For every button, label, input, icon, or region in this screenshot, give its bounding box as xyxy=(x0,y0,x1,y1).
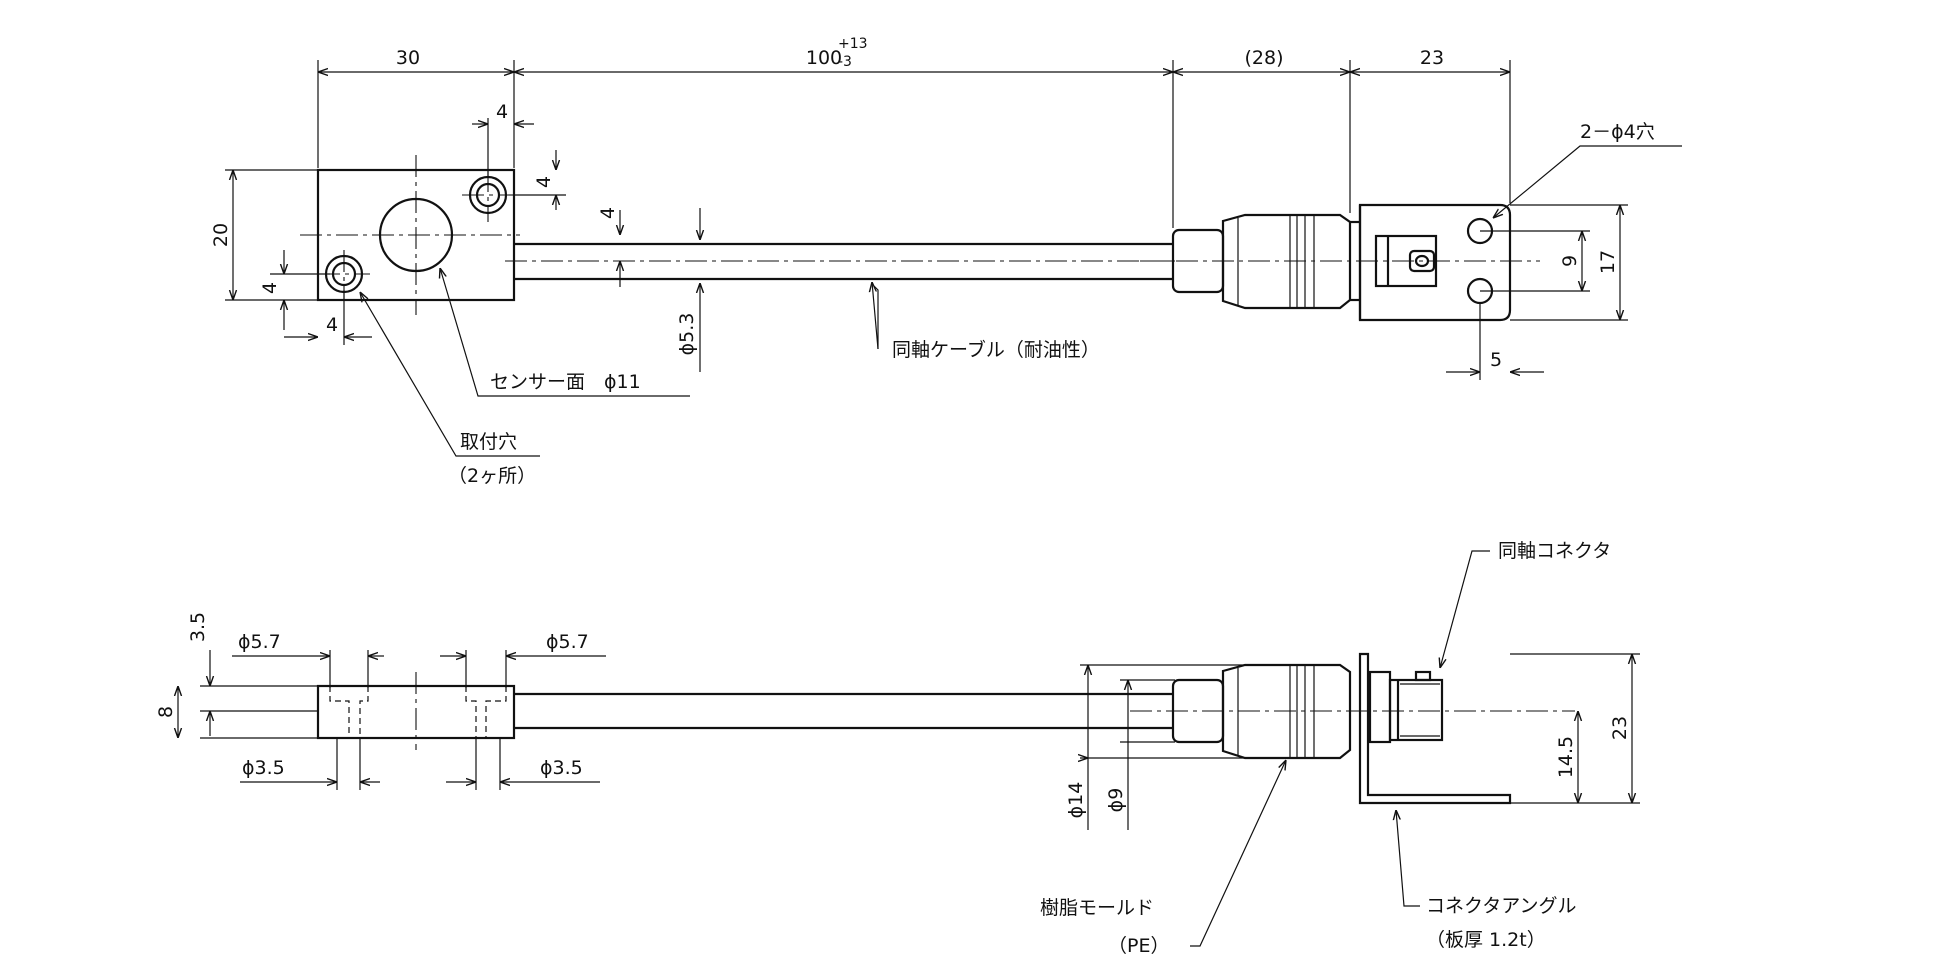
dim-phi-9: ϕ9 xyxy=(1105,788,1127,813)
side-view: 3.5 8 ϕ5.7 ϕ5.7 ϕ3.5 ϕ3.5 ϕ14 ϕ9 xyxy=(155,540,1640,957)
dim-23-top: 23 xyxy=(1420,47,1444,69)
dim-100-tol-plus: +13 xyxy=(838,36,868,52)
top-view: 30 100 +13 -3 (28) 23 4 4 4 20 4 xyxy=(210,36,1682,487)
dim-4-bottom: 4 xyxy=(326,314,338,336)
label-coax-cable: 同軸ケーブル（耐油性） xyxy=(892,338,1100,361)
dim-5: 5 xyxy=(1490,349,1502,371)
dim-phi-3-5-left: ϕ3.5 xyxy=(242,757,285,779)
connector-side-view xyxy=(1130,652,1575,805)
dim-4-hole-y: 4 xyxy=(533,176,555,188)
label-coax-connector: 同軸コネクタ xyxy=(1498,540,1611,562)
label-2-phi4-holes: 2－ϕ4穴 xyxy=(1580,121,1655,143)
dim-phi-3-5-right: ϕ3.5 xyxy=(540,757,583,779)
dim-100-tol-minus: -3 xyxy=(838,54,852,70)
dim-9: 9 xyxy=(1559,255,1581,267)
dim-phi-5-7-right: ϕ5.7 xyxy=(546,631,589,653)
dim-100: 100 xyxy=(806,47,842,69)
dim-23-side: 23 xyxy=(1609,716,1631,740)
label-connector-angle-thickness: （板厚 1.2t） xyxy=(1426,929,1546,951)
label-resin-mold: 樹脂モールド xyxy=(1040,897,1154,919)
dim-28: (28) xyxy=(1244,47,1283,69)
dim-14-5: 14.5 xyxy=(1555,736,1577,778)
connector-top-view xyxy=(1140,203,1540,322)
dim-phi-5-7-left: ϕ5.7 xyxy=(238,631,281,653)
label-sensor-face: センサー面 ϕ11 xyxy=(490,371,641,393)
dim-phi-5-3: ϕ5.3 xyxy=(676,313,698,356)
mount-hole-upper-right xyxy=(462,170,514,222)
label-mount-hole-count: （2ヶ所） xyxy=(448,465,536,487)
dim-20: 20 xyxy=(210,223,232,247)
label-resin-mold-material: （PE） xyxy=(1108,935,1169,957)
label-connector-angle: コネクタアングル xyxy=(1426,895,1576,917)
dim-17: 17 xyxy=(1597,250,1619,274)
dim-30: 30 xyxy=(396,47,420,69)
dim-8: 8 xyxy=(155,706,177,718)
dim-3-5: 3.5 xyxy=(187,612,209,642)
dim-4-cable: 4 xyxy=(597,207,619,219)
dim-phi-14: ϕ14 xyxy=(1065,782,1087,819)
dim-4-hole-x: 4 xyxy=(496,101,508,123)
dim-4-left: 4 xyxy=(259,282,281,294)
label-mount-hole: 取付穴 xyxy=(460,431,517,453)
